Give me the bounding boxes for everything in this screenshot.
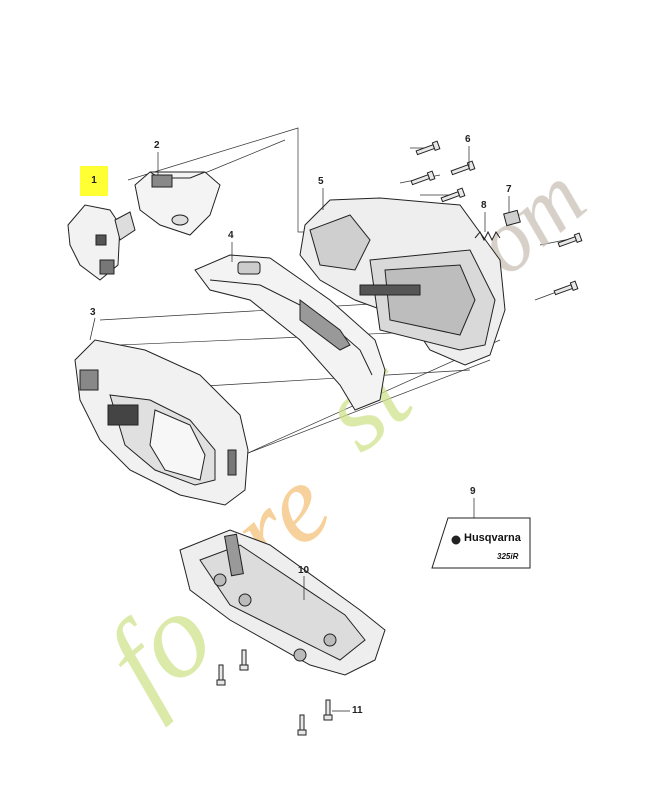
callout-3[interactable]: 3 [90, 307, 96, 318]
screw-vertical [216, 664, 226, 686]
screw [553, 280, 579, 296]
callout-2[interactable]: 2 [154, 140, 160, 151]
part-8-spring [474, 230, 501, 242]
callout-9[interactable]: 9 [470, 486, 476, 497]
callout-6[interactable]: 6 [465, 134, 471, 145]
callout-1[interactable]: 1 [80, 166, 108, 196]
callout-5[interactable]: 5 [318, 176, 324, 187]
screw-vertical [323, 699, 333, 721]
decal-brand-text: Husqvarna [464, 532, 521, 544]
screw [450, 160, 476, 176]
part-9-decal [431, 517, 531, 569]
decal-model-text: 325iR [497, 552, 519, 561]
screw-vertical [239, 649, 249, 671]
part-10-bottom-cover [179, 529, 386, 676]
part-7-clip [503, 209, 521, 227]
screw-vertical [297, 714, 307, 736]
screw [410, 170, 436, 186]
part-3-main-housing [74, 339, 249, 506]
part-5-motor-frame [299, 197, 506, 366]
callout-leaders [89, 146, 510, 712]
screw [415, 140, 441, 156]
callout-10[interactable]: 10 [298, 565, 310, 576]
callout-8[interactable]: 8 [481, 200, 487, 211]
screw [440, 187, 466, 203]
part-1-trigger-cover [67, 204, 136, 281]
part-2-handle-cover [134, 171, 221, 236]
callout-4[interactable]: 4 [228, 230, 234, 241]
callout-7[interactable]: 7 [506, 184, 512, 195]
part-4-top-handle [194, 254, 386, 411]
callout-11[interactable]: 11 [352, 705, 363, 716]
screws [216, 140, 583, 736]
screw [557, 232, 583, 248]
